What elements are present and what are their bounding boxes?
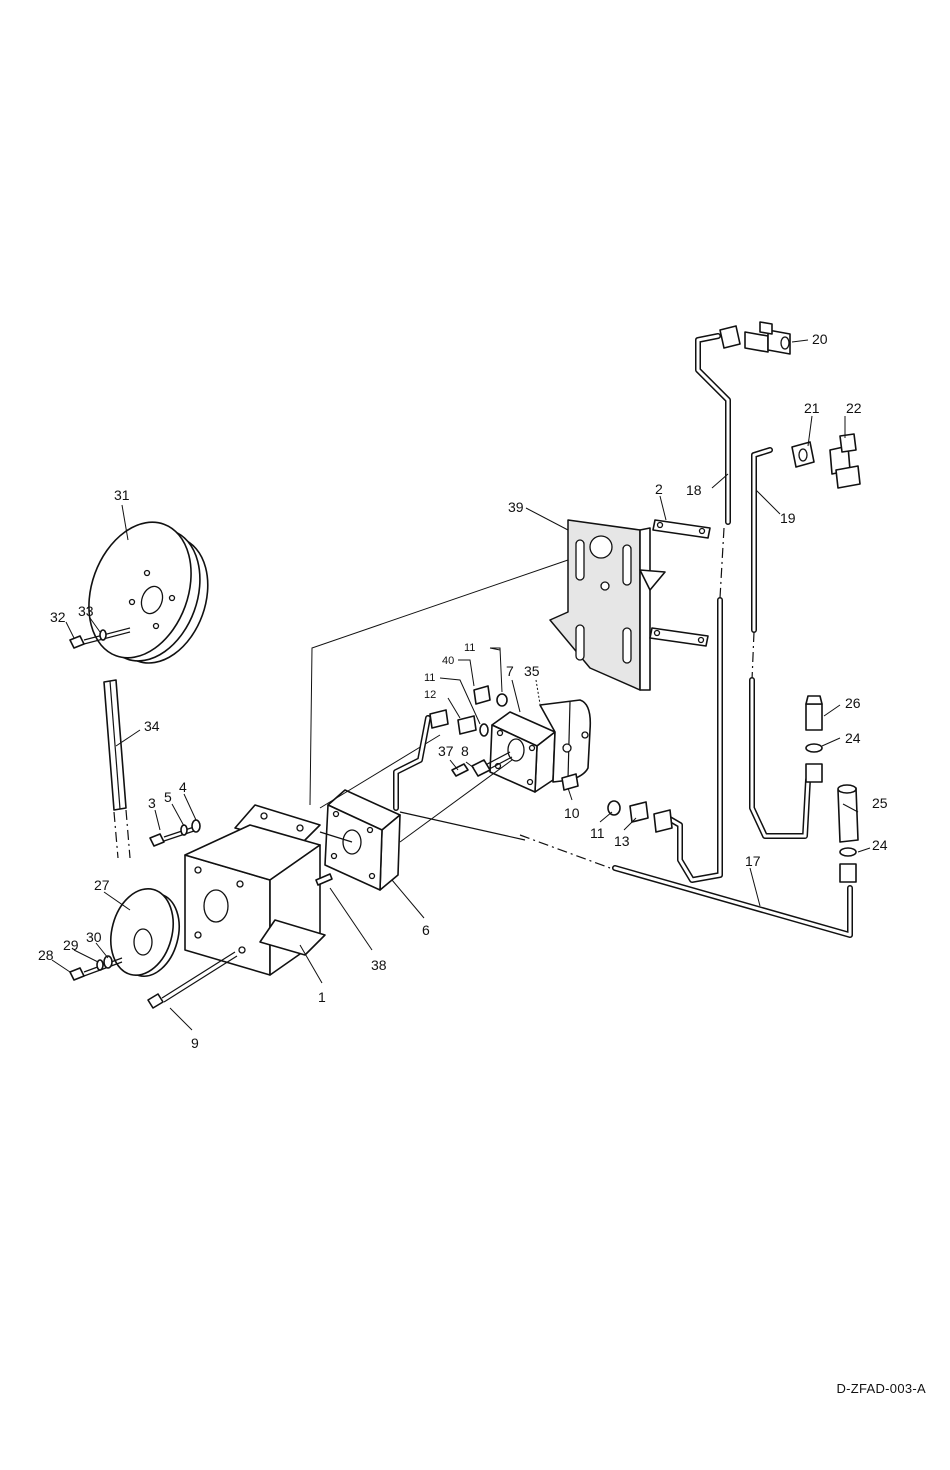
callout-11-low: 11 — [590, 825, 605, 841]
callout-21: 21 — [804, 400, 820, 416]
callout-2: 2 — [655, 481, 663, 497]
callout-40: 40 — [442, 655, 454, 667]
callout-22: 22 — [846, 400, 862, 416]
pump-nut — [452, 760, 490, 776]
callout-38: 38 — [371, 957, 387, 973]
callout-31: 31 — [114, 487, 130, 503]
mounting-bracket — [185, 805, 325, 975]
return-line-19 — [752, 450, 808, 836]
callout-27: 27 — [94, 877, 110, 893]
callout-39: 39 — [508, 499, 524, 515]
callout-1: 1 — [318, 989, 326, 1005]
callout-24-upper: 24 — [845, 730, 861, 746]
tee-fitting-22 — [830, 434, 860, 488]
callout-19: 19 — [780, 510, 796, 526]
pressure-line-18 — [668, 326, 740, 880]
callout-20: 20 — [812, 331, 828, 347]
large-pulley — [71, 508, 225, 677]
callout-17: 17 — [745, 853, 761, 869]
callout-12: 12 — [424, 689, 436, 701]
callout-30: 30 — [86, 929, 102, 945]
callout-34: 34 — [144, 718, 160, 734]
callout-6: 6 — [422, 922, 430, 938]
adapter-26 — [806, 696, 822, 782]
callout-32: 32 — [50, 609, 66, 625]
callout-5: 5 — [164, 789, 172, 805]
callout-25: 25 — [872, 795, 888, 811]
suction-line-17 — [400, 812, 850, 935]
callout-11-top: 11 — [464, 642, 475, 654]
bracket-bolt-3 — [150, 820, 200, 846]
callout-18: 18 — [686, 482, 702, 498]
v-belt — [104, 680, 130, 858]
callout-8: 8 — [461, 743, 469, 759]
callout-28: 28 — [38, 947, 54, 963]
support-bracket — [550, 520, 665, 690]
tee-fitting-20 — [745, 322, 790, 354]
small-pulley — [102, 882, 188, 983]
callout-37: 37 — [438, 743, 454, 759]
callout-26: 26 — [845, 695, 861, 711]
pressure-hose — [396, 710, 448, 808]
union-21 — [792, 442, 814, 467]
callout-7: 7 — [506, 663, 514, 679]
callout-29: 29 — [63, 937, 79, 953]
callout-3: 3 — [148, 795, 156, 811]
callout-33: 33 — [78, 603, 94, 619]
coupling-25 — [838, 785, 858, 882]
callout-9: 9 — [191, 1035, 199, 1051]
document-code: D-ZFAD-003-A — [836, 1381, 926, 1396]
adapter-flange — [320, 790, 400, 890]
clamp-straps — [650, 520, 710, 646]
callout-4: 4 — [179, 779, 187, 795]
fittings-10-11-13 — [562, 774, 672, 832]
callout-24-lower: 24 — [872, 837, 888, 853]
callout-11-mid: 11 — [424, 672, 435, 684]
callout-13: 13 — [614, 833, 630, 849]
callout-35: 35 — [524, 663, 540, 679]
callout-10: 10 — [564, 805, 580, 821]
